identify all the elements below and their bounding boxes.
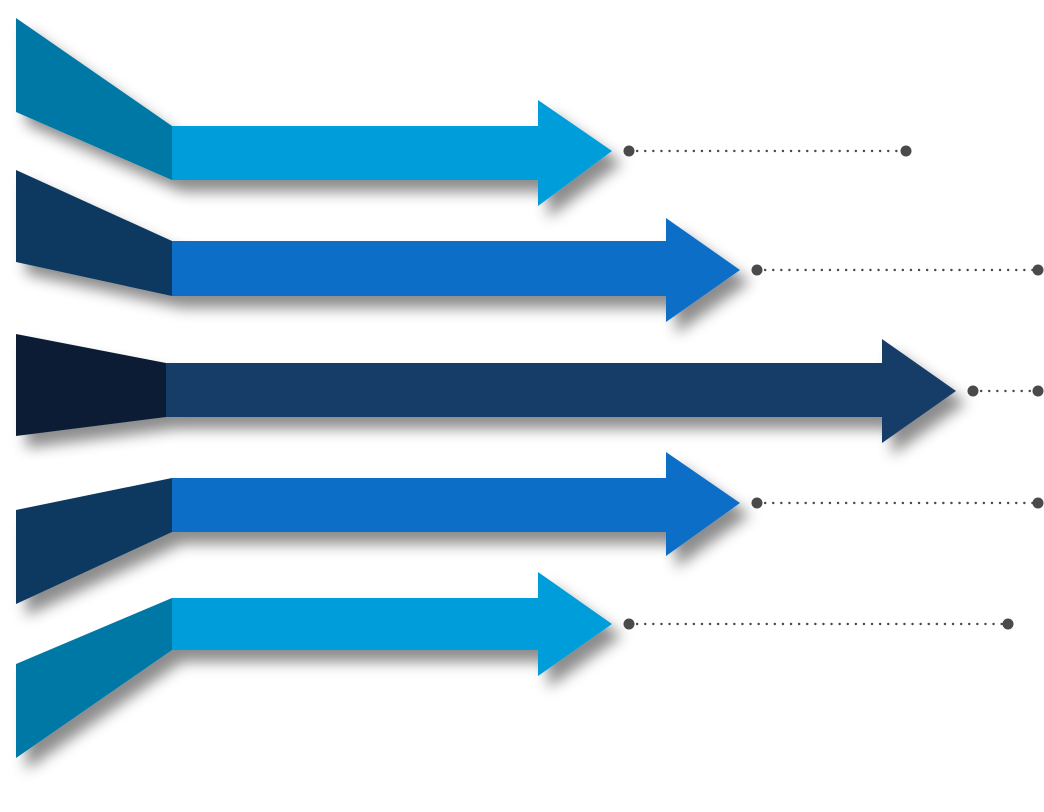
- connector-1: [623, 145, 912, 157]
- arrow-1: [16, 18, 612, 206]
- connectors-group: [623, 145, 1044, 630]
- arrow-4-body: [172, 452, 740, 556]
- connector-4-start-dot: [751, 497, 763, 509]
- arrow-3: [16, 334, 956, 443]
- arrow-5: [16, 572, 612, 758]
- arrow-4: [16, 452, 740, 604]
- arrow-3-tail-flap: [16, 334, 166, 436]
- connector-2-start-dot: [751, 264, 763, 276]
- connector-1-end-dot: [900, 145, 912, 157]
- connector-5-start-dot: [623, 618, 635, 630]
- connector-5-end-dot: [1002, 618, 1014, 630]
- connector-4: [751, 497, 1044, 509]
- arrow-5-body: [172, 572, 612, 676]
- connector-1-start-dot: [623, 145, 635, 157]
- connector-2-end-dot: [1032, 264, 1044, 276]
- connector-2: [751, 264, 1044, 276]
- connector-5: [623, 618, 1014, 630]
- arrow-1-tail-flap: [16, 18, 172, 180]
- connector-3: [967, 385, 1044, 397]
- arrow-2-tail-flap: [16, 170, 172, 296]
- connector-3-start-dot: [967, 385, 979, 397]
- arrows-group: [16, 18, 956, 758]
- arrow-3-body: [166, 339, 956, 443]
- arrow-4-tail-flap: [16, 478, 172, 604]
- arrow-2: [16, 170, 740, 322]
- arrow-2-body: [172, 218, 740, 322]
- connector-3-end-dot: [1032, 385, 1044, 397]
- connector-4-end-dot: [1032, 497, 1044, 509]
- arrow-5-tail-flap: [16, 598, 172, 758]
- arrow-1-body: [172, 100, 612, 206]
